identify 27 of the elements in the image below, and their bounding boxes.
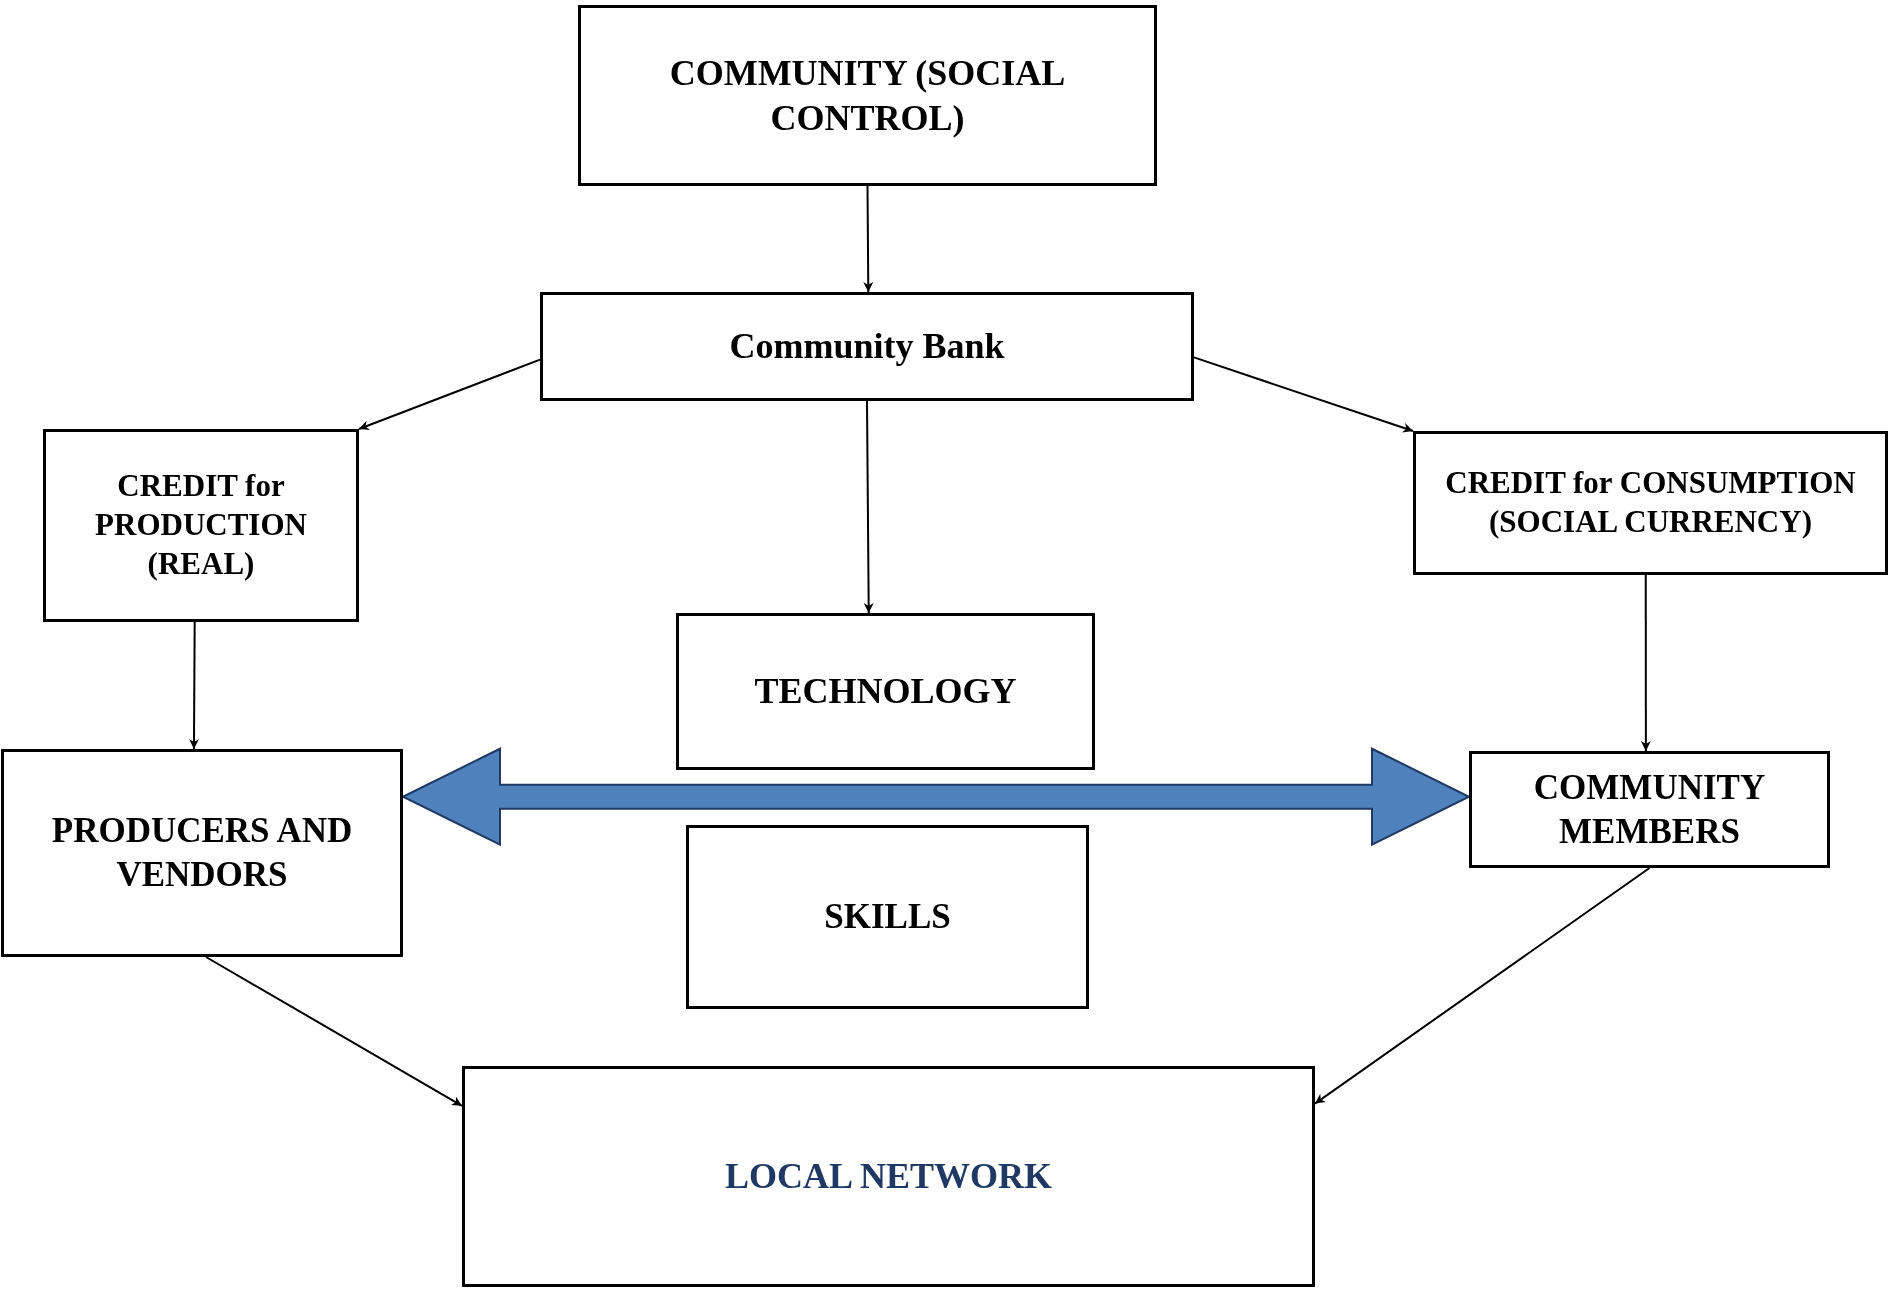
- arrow: [1640, 574, 1651, 752]
- process-box: [1, 749, 403, 957]
- process-box: [1413, 431, 1888, 575]
- double-block-arrow: [400, 747, 1472, 847]
- box-label: LOCAL NETWORK: [723, 1155, 1054, 1198]
- arrow: [863, 185, 874, 293]
- box-label: COMMUNITY MEMBERS: [1532, 766, 1767, 853]
- box-label: COMMUNITY (SOCIAL CONTROL): [668, 51, 1067, 140]
- process-box: [540, 292, 1194, 401]
- box-label: CREDIT for CONSUMPTION (SOCIAL CURRENCY): [1444, 464, 1857, 541]
- box-label: TECHNOLOGY: [753, 670, 1018, 713]
- process-box: [43, 429, 359, 622]
- arrow: [1314, 867, 1651, 1105]
- arrow: [1193, 356, 1414, 433]
- process-box: [578, 5, 1157, 186]
- arrow: [205, 956, 463, 1107]
- arrow: [863, 400, 874, 614]
- box-label: Community Bank: [728, 325, 1006, 368]
- arrow: [189, 621, 199, 750]
- box-label: CREDIT for PRODUCTION (REAL): [94, 467, 308, 583]
- box-label: PRODUCERS AND VENDORS: [50, 810, 354, 896]
- arrow: [358, 358, 541, 431]
- process-box: [676, 613, 1095, 770]
- process-box: [686, 825, 1089, 1009]
- process-box: [462, 1066, 1315, 1287]
- process-box: [1469, 751, 1830, 868]
- box-label: SKILLS: [823, 896, 952, 939]
